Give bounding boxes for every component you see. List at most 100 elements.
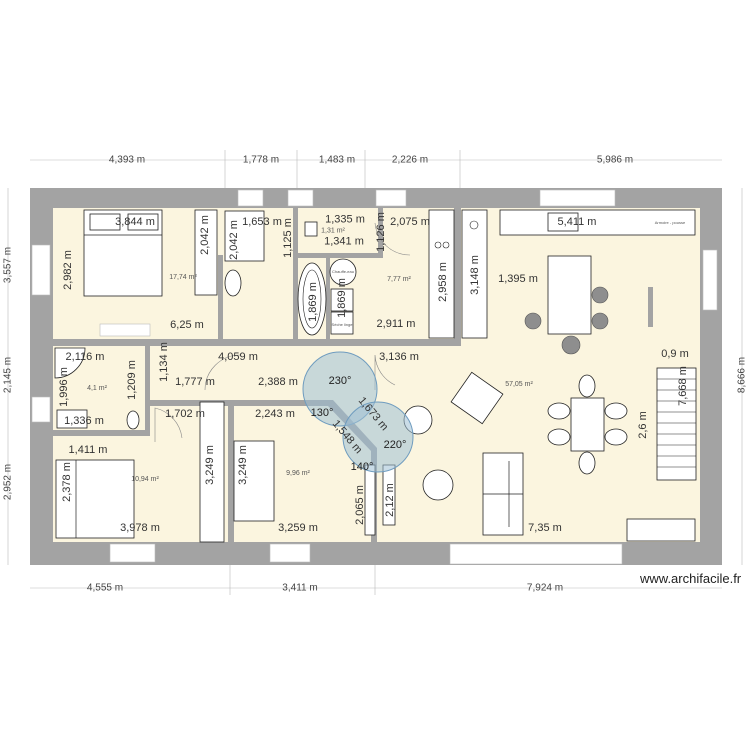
office-shelf <box>199 401 225 543</box>
dim-label: 3,136 m <box>379 351 419 363</box>
dim-top-2: 1,778 m <box>243 155 279 166</box>
area-laundry: 7,77 m² <box>387 276 411 283</box>
dim-right-1: 8,666 m <box>737 357 748 393</box>
watermark: www.archifacile.fr <box>639 571 742 586</box>
dim-label: 2,958 m <box>437 262 449 302</box>
dim-label: 1,411 m <box>69 444 108 456</box>
dim-top-5: 5,986 m <box>597 155 633 166</box>
wardrobe <box>194 209 218 296</box>
kitchen-table <box>547 255 592 335</box>
area-bathroom: 4,1 m² <box>87 385 108 392</box>
dryer <box>330 311 354 335</box>
bath-vanity <box>56 409 88 429</box>
office-sofa-bed <box>233 440 275 522</box>
dim-label: 3,148 m <box>469 255 481 295</box>
angle-label-2: 130° <box>311 407 334 419</box>
dim-top-1: 4,393 m <box>109 155 145 166</box>
angle-label-1: 230° <box>329 375 352 387</box>
dim-label: 2,243 m <box>255 408 295 420</box>
shower <box>224 210 265 262</box>
bed-master <box>83 209 163 297</box>
bed-guest <box>55 459 135 539</box>
dim-label: 2,12 m <box>384 483 396 517</box>
windows <box>31 189 718 565</box>
area-living: 57,05 m² <box>505 381 533 388</box>
dining-chairs <box>547 374 628 475</box>
dim-top-3: 1,483 m <box>319 155 355 166</box>
bathtub-inner <box>302 269 322 329</box>
angle-label-3: 220° <box>384 439 407 451</box>
dryer-label: Sèche linge <box>332 322 354 327</box>
closet <box>364 464 376 536</box>
dim-label: 5,411 m <box>558 216 597 228</box>
toilet <box>126 410 140 430</box>
water-heater <box>329 258 357 286</box>
coffee-table <box>422 469 454 501</box>
stool <box>561 335 581 355</box>
dim-label: 2,982 m <box>62 250 74 290</box>
dim-label: 3,249 m <box>237 445 249 485</box>
dim-label: 2,075 m <box>390 216 430 228</box>
washing-machine <box>330 288 354 312</box>
armchair <box>450 371 504 425</box>
water-heater-label: Chauffe-eau <box>332 269 354 274</box>
kitchen-chairs <box>524 286 609 330</box>
dim-bottom-1: 4,555 m <box>87 583 123 594</box>
dim-left-2: 2,145 m <box>3 357 14 393</box>
dim-label: 1,341 m <box>324 235 364 247</box>
angle-label-4: 140° <box>351 461 374 473</box>
door-swings <box>154 222 411 442</box>
dim-label: 2,042 m <box>199 215 211 255</box>
dim-label: 1,653 m <box>242 216 282 228</box>
dim-label: 1,126 m <box>375 212 387 252</box>
dim-label: 2,6 m <box>637 411 649 439</box>
area-bedroom-2: 10,94 m² <box>131 476 159 483</box>
area-bedroom-1: 17,74 m² <box>169 274 197 281</box>
dim-label: 2,042 m <box>228 220 240 260</box>
dim-label: 2,388 m <box>258 376 298 388</box>
dim-label: 7,35 m <box>528 522 562 534</box>
dim-label: 1,869 m <box>336 278 348 318</box>
area-wc: 1,31 m² <box>321 227 345 234</box>
dim-label: 1,125 m <box>282 218 294 258</box>
area-office: 9,96 m² <box>286 470 310 477</box>
dim-label: 1,777 m <box>175 376 215 388</box>
dim-label: 2,116 m <box>66 351 105 363</box>
dim-label: 1,209 m <box>126 360 138 400</box>
dining-table <box>570 397 605 452</box>
corner-shower <box>54 347 86 379</box>
storage-label: Armoire - pousse <box>655 220 686 225</box>
kitchen-counters <box>428 209 696 339</box>
dim-label: 2,065 m <box>354 485 366 525</box>
toilet-wc <box>304 221 318 237</box>
dim-label: 1,336 m <box>64 415 104 427</box>
sideboard <box>626 518 696 542</box>
interior-dimensions: 3,844 m 2,982 m 2,042 m 2,042 m 1,653 m … <box>58 212 689 534</box>
sofa <box>482 452 524 536</box>
dim-label: 2,911 m <box>377 318 416 330</box>
staircase <box>656 367 697 481</box>
dim-label: 1,996 m <box>58 367 70 407</box>
dim-label: 4,059 m <box>218 351 258 363</box>
dim-label: 1,395 m <box>498 273 538 285</box>
dim-label: 1,134 m <box>158 342 170 382</box>
dim-label: 1,869 m <box>307 282 319 322</box>
dim-bottom-2: 3,411 m <box>282 583 317 594</box>
angle-markers <box>302 351 414 473</box>
dim-label: 0,9 m <box>661 348 689 360</box>
sink <box>224 269 242 297</box>
dim-label: 1,335 m <box>325 213 365 225</box>
dim-label: 2,378 m <box>61 462 73 502</box>
dim-label: 3,844 m <box>115 216 155 228</box>
dim-label: 7,668 m <box>677 366 689 406</box>
dim-label: 6,25 m <box>170 319 204 331</box>
dim-top-4: 2,226 m <box>392 155 428 166</box>
dim-left-3: 2,952 m <box>3 464 14 500</box>
outer-dimension-lines <box>7 150 743 595</box>
dim-label: 1,702 m <box>165 408 205 420</box>
dim-label: 3,978 m <box>120 522 160 534</box>
dim-label: 3,249 m <box>204 445 216 485</box>
dim-left-1: 3,557 m <box>3 247 14 283</box>
dim-label: 3,259 m <box>278 522 318 534</box>
